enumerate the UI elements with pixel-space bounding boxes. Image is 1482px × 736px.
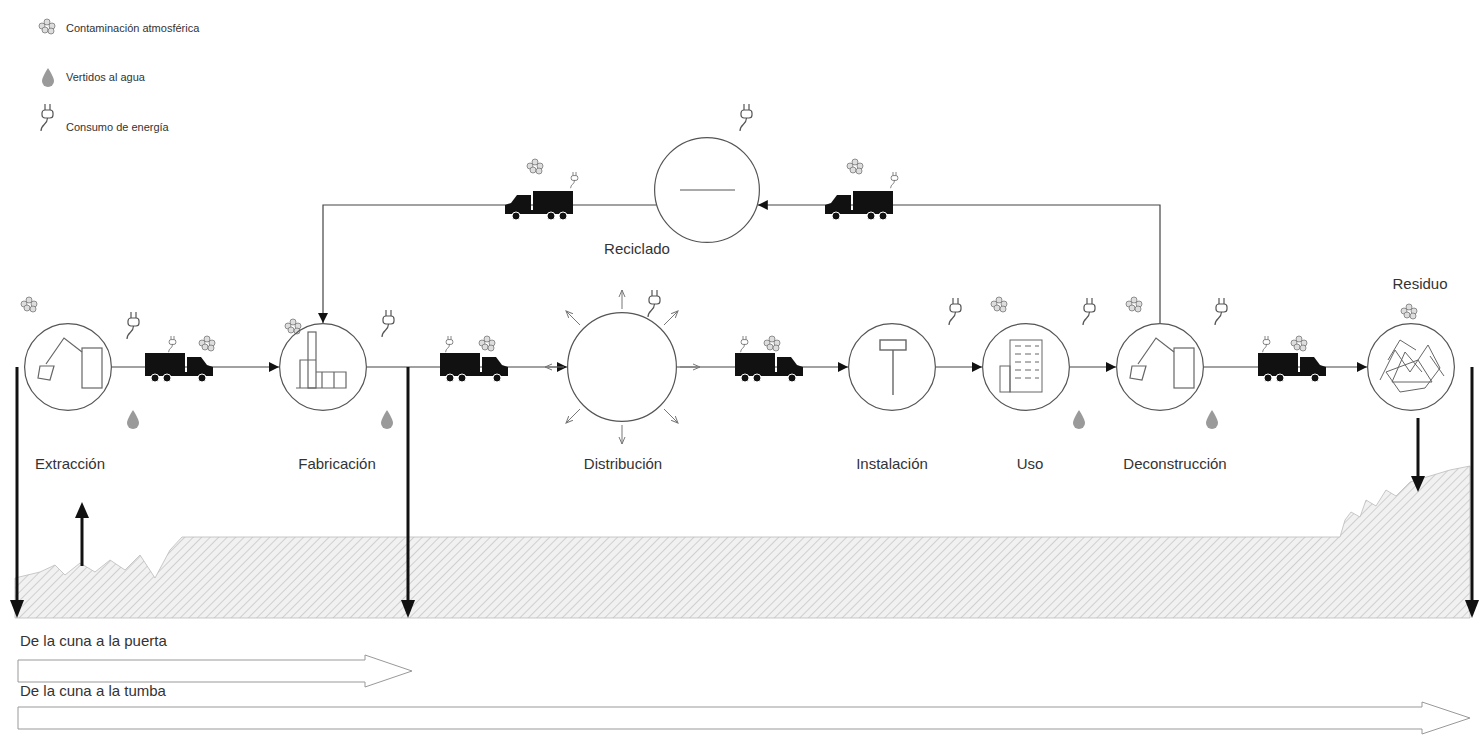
- legend-icon: [39, 19, 55, 131]
- stage-label: Extracción: [35, 455, 105, 473]
- circle-outline: [654, 137, 760, 243]
- stage-circle: Reciclado: [654, 137, 760, 243]
- building-pictogram: [1000, 340, 1042, 392]
- stage-circle: Residuo: [1367, 323, 1455, 411]
- stage-label: Reciclado: [604, 240, 670, 258]
- stage-circle: Distribución: [567, 312, 677, 422]
- stage-circle: Extracción: [24, 323, 112, 411]
- recycling-pictogram: [680, 190, 735, 191]
- circle-outline: [982, 323, 1070, 411]
- stage-circle: Uso: [982, 323, 1070, 411]
- legend-text: Contaminación atmosférica: [66, 22, 199, 35]
- impact-icons: [21, 104, 1417, 429]
- waste-pictogram: [1380, 340, 1444, 392]
- stage-circle: Fabricación: [279, 323, 367, 411]
- scope-label: De la cuna a la puerta: [20, 632, 167, 650]
- boundary-arrow: [10, 367, 1479, 618]
- scope-label: De la cuna a la tumba: [20, 682, 166, 700]
- hammer-pictogram: [880, 340, 906, 395]
- stage-label: Uso: [1017, 455, 1044, 473]
- stage-label: Residuo: [1392, 275, 1447, 293]
- circle-shape: [849, 324, 936, 411]
- scope-arrow: [18, 702, 1470, 734]
- circle-shape: [1117, 324, 1204, 411]
- circle-shape: [280, 324, 367, 411]
- stage-label: Deconstrucción: [1123, 455, 1226, 473]
- circle-outline: [1116, 323, 1204, 411]
- flow-connector: [323, 205, 656, 323]
- circle-outline: [279, 323, 367, 411]
- circle-shape: [568, 313, 677, 422]
- flow-connector: [936, 366, 982, 367]
- stage-label: Distribución: [584, 455, 662, 473]
- stage-label: Fabricación: [298, 455, 376, 473]
- distribution-arrows: [545, 290, 700, 444]
- circle-shape: [25, 324, 112, 411]
- flow-connector: [1070, 366, 1116, 367]
- excavator-pictogram: [38, 338, 1194, 388]
- circle-outline: [24, 323, 112, 411]
- legend-text: Consumo de energía: [66, 121, 169, 134]
- circle-shape: [1368, 324, 1455, 411]
- truck-impact-icons: [169, 159, 1307, 352]
- stage-circle: Deconstrucción: [1116, 323, 1204, 411]
- circle-shape: [983, 324, 1070, 411]
- factory-pictogram: [296, 332, 346, 388]
- legend-text: Vertidos al agua: [66, 71, 145, 84]
- circle-outline: [567, 312, 677, 422]
- ground-band: [15, 466, 1470, 618]
- circle-outline: [1367, 323, 1455, 411]
- circle-shape: [655, 138, 760, 243]
- circle-outline: [848, 323, 936, 411]
- stage-circle: Instalación: [848, 323, 936, 411]
- stage-label: Instalación: [856, 455, 928, 473]
- truck-icon: [145, 191, 1326, 382]
